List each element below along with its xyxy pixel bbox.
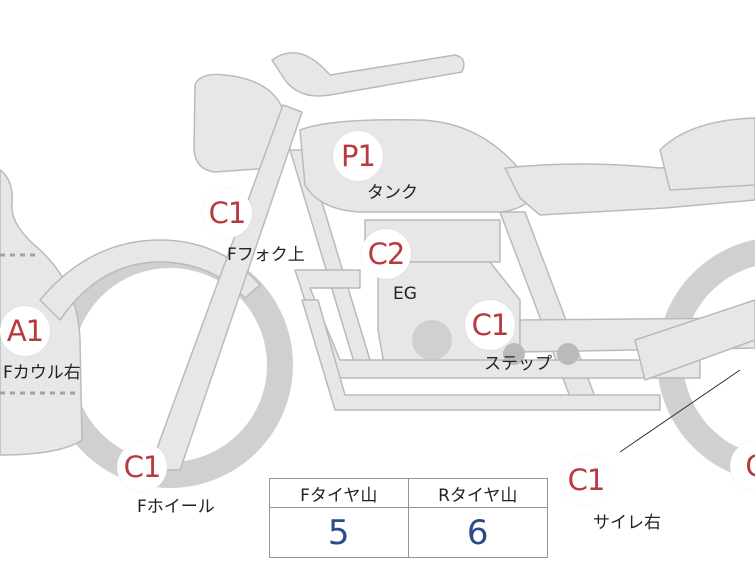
damage-marker-fork[interactable]: C1 [202,188,252,238]
damage-label-step: ステップ [484,354,552,374]
damage-label-fork: Fフォク上 [227,245,305,265]
step-knob-left [503,343,525,365]
silencer-leader-line [619,369,741,453]
muffler [634,299,755,381]
damage-marker-engine[interactable]: C2 [361,229,411,279]
damage-label-tank: タンク [367,183,418,203]
rear-tire-value: 6 [466,512,489,553]
damage-marker-cowl[interactable]: A1 [0,306,50,356]
exhaust-pipe-lower [301,299,661,411]
damage-label-cowl: Fカウル右 [3,363,81,383]
damage-marker-wheel[interactable]: C1 [117,442,167,492]
damage-marker-silencer[interactable]: C1 [561,455,611,505]
front-tire-header: Fタイヤ山 [270,479,409,508]
damage-marker-tank[interactable]: P1 [333,131,383,181]
front-fender [39,239,261,321]
rear-cowl [659,117,755,191]
damage-label-engine: EG [393,284,417,304]
tire-tread-table: Fタイヤ山 Rタイヤ山 5 6 [269,478,548,558]
engine-cover [412,320,452,360]
front-tire-value: 5 [270,508,409,557]
damage-label-silencer: サイレ右 [593,513,661,533]
handlebar [271,52,465,97]
damage-label-wheel: Fホイール [137,497,215,517]
step-knob-right [557,343,579,365]
rear-tire-header: Rタイヤ山 [408,479,547,508]
damage-marker-step[interactable]: C1 [465,300,515,350]
